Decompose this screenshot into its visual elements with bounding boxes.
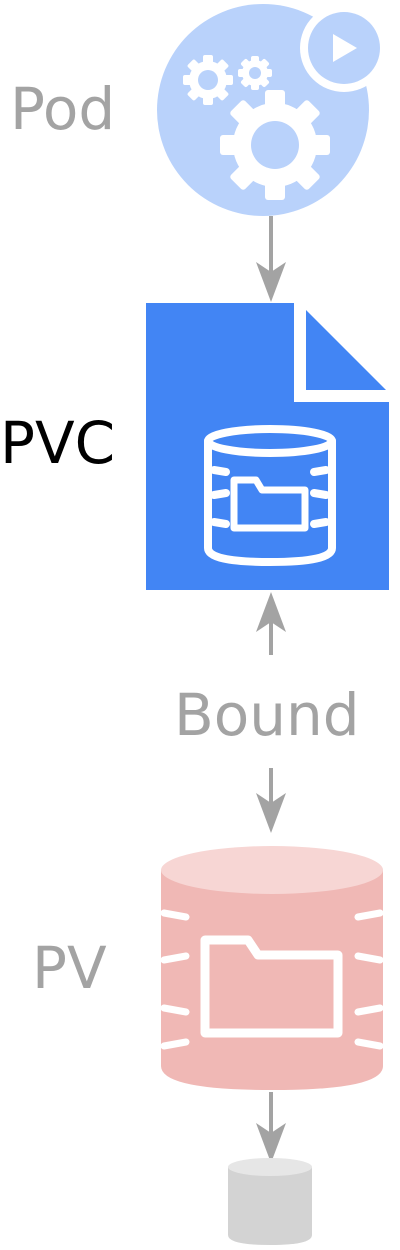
arrow-bound-to-pv	[256, 768, 286, 833]
folder-icon	[200, 935, 343, 1038]
pod-label: Pod	[10, 75, 116, 143]
pvc-document-icon	[146, 303, 389, 590]
gear-icon	[183, 55, 330, 200]
database-icon	[204, 425, 336, 567]
pv-database-icon	[160, 846, 384, 1090]
arrow-pod-to-pvc	[256, 216, 286, 302]
pod-icon	[157, 4, 388, 216]
arrow-pv-to-storage	[256, 1092, 286, 1163]
pv-label: PV	[32, 934, 107, 1002]
pvc-label: PVC	[0, 409, 116, 477]
storage-disk-icon	[228, 1158, 312, 1245]
arrow-bound-to-pvc	[256, 592, 286, 655]
folder-icon	[230, 476, 309, 532]
bound-label: Bound	[174, 681, 360, 749]
